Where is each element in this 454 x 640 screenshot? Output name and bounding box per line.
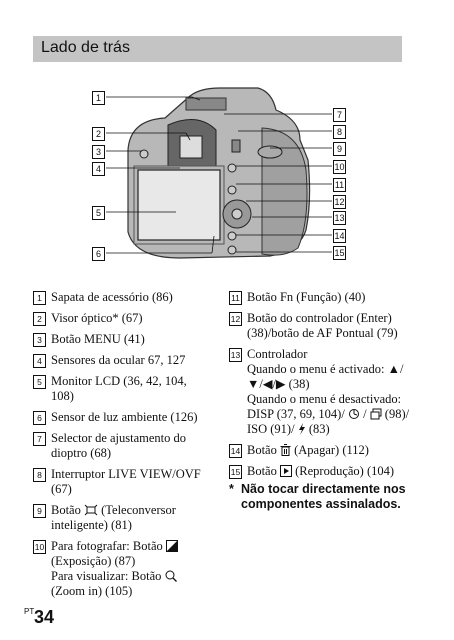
callout-5: 5 (92, 206, 105, 220)
callout-11: 11 (333, 178, 346, 192)
legend-right-column: 11 Botão Fn (Função) (40) 12 Botão do co… (229, 290, 410, 479)
callout-12: 12 (333, 195, 346, 209)
callout-1: 1 (92, 91, 105, 105)
callout-7: 7 (333, 108, 346, 122)
callout-15: 15 (333, 246, 346, 260)
section-title: Lado de trás (41, 39, 130, 56)
zoom-in-icon (165, 570, 177, 582)
section-header: Lado de trás (33, 36, 402, 62)
smart-teleconverter-icon (84, 504, 98, 516)
callout-9: 9 (333, 142, 346, 156)
language-code: PT (24, 607, 35, 616)
exposure-icon (165, 540, 178, 552)
playback-icon (279, 465, 292, 477)
callout-3: 3 (92, 145, 105, 159)
self-timer-icon (348, 409, 359, 419)
callout-10: 10 (333, 160, 346, 174)
footnote: * Não tocar directamente nos componentes… (229, 482, 406, 511)
callout-8: 8 (333, 125, 346, 139)
callout-13: 13 (333, 211, 346, 225)
legend-left-column: 1 Sapata de acessório (86) 2 Visor óptic… (33, 290, 201, 598)
camera-illustration (106, 87, 332, 259)
camera-back-figure: 1 2 3 4 5 6 7 8 9 10 11 12 13 14 15 (0, 0, 454, 280)
callout-2: 2 (92, 127, 105, 141)
flash-icon (298, 423, 305, 435)
callout-14: 14 (333, 229, 346, 243)
drive-mode-icon (370, 408, 382, 420)
page-number-value: 34 (34, 607, 55, 627)
callout-4: 4 (92, 162, 105, 176)
callout-6: 6 (92, 247, 105, 261)
trash-icon (280, 444, 291, 456)
